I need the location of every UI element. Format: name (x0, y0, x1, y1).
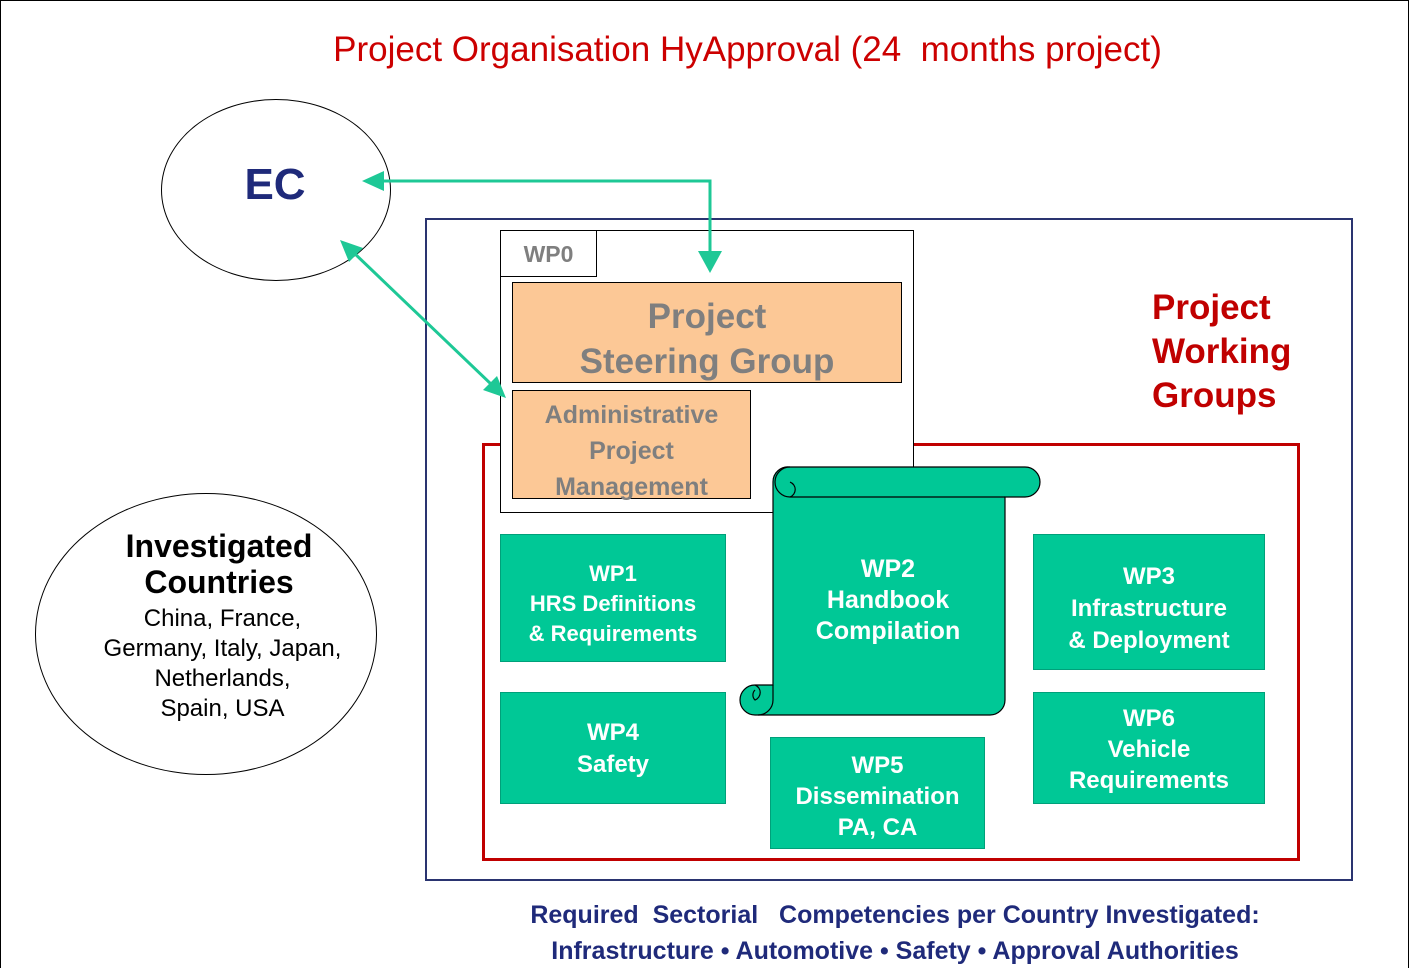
administrative-project-management-box: Administrative Project Management (512, 390, 751, 501)
wp1-line: WP1 (589, 561, 637, 586)
investigated-countries-node (35, 493, 377, 775)
wp2-scroll-bottom-curl (757, 685, 774, 716)
wp2-scroll-top-curl (774, 466, 1005, 498)
investigated-countries-title: Investigated Countries (35, 528, 403, 600)
wp2-line: Compilation (815, 617, 961, 645)
pwg-line: Project (1152, 288, 1271, 327)
countries-title-line: Countries (144, 564, 294, 600)
admin-line: Management (555, 473, 708, 501)
wp2-line: Handbook (826, 586, 950, 614)
wp5-line: PA, CA (837, 814, 918, 841)
countries-list-line: Spain, USA (160, 695, 285, 722)
arrowhead-icon (483, 376, 506, 398)
pwg-line: Groups (1152, 376, 1277, 415)
countries-list-line: Netherlands, (154, 665, 291, 692)
arrowhead-icon (362, 171, 384, 191)
countries-list-line: China, France, (143, 605, 302, 632)
wp6-line: Vehicle (1107, 736, 1191, 763)
wp2-line: WP2 (860, 555, 916, 583)
wp3-line: & Deployment (1068, 627, 1230, 654)
steering-line: Steering Group (579, 342, 835, 381)
wp2-scroll-body (739, 466, 1041, 716)
investigated-countries-list: China, France, Germany, Italy, Japan, Ne… (35, 604, 410, 724)
wp6-line: WP6 (1122, 705, 1175, 732)
page-title: Project Organisation HyApproval (24 mont… (333, 30, 1162, 69)
wp2-scroll-top-curl-inner (789, 481, 796, 498)
project-working-groups-label: Project Working Groups (1152, 286, 1291, 418)
footer-line-2: Infrastructure • Automotive • Safety • A… (551, 937, 1239, 965)
footer-line-1: Required Sectorial Competencies per Coun… (530, 901, 1260, 929)
project-boundary-box (425, 218, 1353, 881)
wp5-line: WP5 (851, 752, 904, 779)
pwg-line: Working (1152, 332, 1292, 371)
wp5-line: Dissemination (795, 783, 960, 810)
ec-admin-arrow-line (351, 250, 494, 387)
wp5-box: WP5 Dissemination PA, CA (770, 737, 985, 849)
countries-title-line: Investigated (125, 528, 313, 564)
wp3-box: WP3 Infrastructure & Deployment (1033, 534, 1265, 670)
wp1-box: WP1 HRS Definitions & Requirements (500, 534, 726, 662)
wp3-line: WP3 (1122, 563, 1175, 590)
ec-steering-arrow-line (380, 179, 712, 255)
wp3-line: Infrastructure (1070, 595, 1228, 622)
admin-line: Project (589, 437, 674, 465)
wp4-line: WP4 (586, 719, 639, 746)
wp0-label: WP0 (500, 230, 597, 277)
countries-list-line: Germany, Italy, Japan, (103, 635, 342, 662)
ec-label: EC (244, 160, 306, 209)
wp2-text: WP2 Handbook Compilation (773, 554, 1003, 647)
wp1-line: & Requirements (528, 621, 698, 646)
steering-line: Project (647, 297, 767, 336)
wp2-scroll-bottom-curl-inner (752, 684, 761, 701)
wp1-line: HRS Definitions (529, 591, 697, 616)
admin-line: Administrative (544, 401, 719, 429)
wp6-box: WP6 Vehicle Requirements (1033, 692, 1265, 804)
arrowhead-icon (698, 251, 722, 273)
wp6-line: Requirements (1068, 767, 1230, 794)
arrowhead-icon (340, 240, 363, 262)
wp4-box: WP4 Safety (500, 692, 726, 804)
wp4-line: Safety (576, 751, 650, 778)
project-steering-group-box: Project Steering Group (512, 282, 902, 383)
